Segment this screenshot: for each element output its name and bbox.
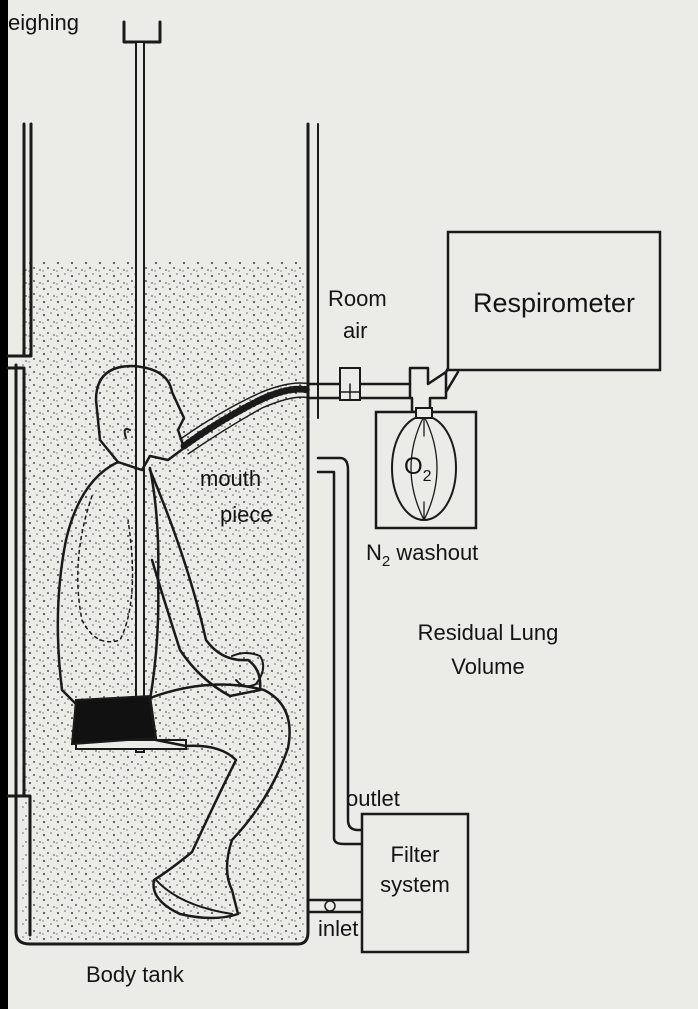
scale-rod — [136, 42, 144, 752]
filter-label-1: Filter — [391, 842, 440, 867]
breathing-circuit — [308, 350, 458, 412]
body-tank-label: Body tank — [86, 962, 185, 987]
room-air-label-2: air — [343, 318, 367, 343]
respirometer-label: Respirometer — [473, 288, 635, 318]
weighing-label: eighing — [8, 10, 79, 35]
body-tank — [8, 124, 318, 944]
mouthpiece-label-1: mouth — [200, 466, 261, 491]
filter-circuit: Filter system — [308, 458, 468, 952]
o2-bag-neck — [416, 408, 432, 418]
outlet-label: outlet — [346, 786, 400, 811]
tee-junction — [410, 368, 446, 412]
mouthpiece-label-2: piece — [220, 502, 273, 527]
residual-volume-label-2: Volume — [451, 654, 524, 679]
subject-trunks — [72, 696, 156, 744]
tank-water — [22, 262, 305, 942]
filter-label-2: system — [380, 872, 450, 897]
n2-washout-unit: O2 — [376, 408, 476, 528]
inlet-label: inlet — [318, 916, 358, 941]
scale-hook — [124, 22, 160, 42]
inlet-valve — [325, 901, 335, 911]
n2-washout-label: N2 washout — [366, 540, 478, 570]
outlet-pipe-outer — [318, 458, 362, 830]
respirometer: Respirometer — [448, 232, 660, 370]
room-air-label-1: Room — [328, 286, 387, 311]
residual-volume-label-1: Residual Lung — [418, 620, 559, 645]
